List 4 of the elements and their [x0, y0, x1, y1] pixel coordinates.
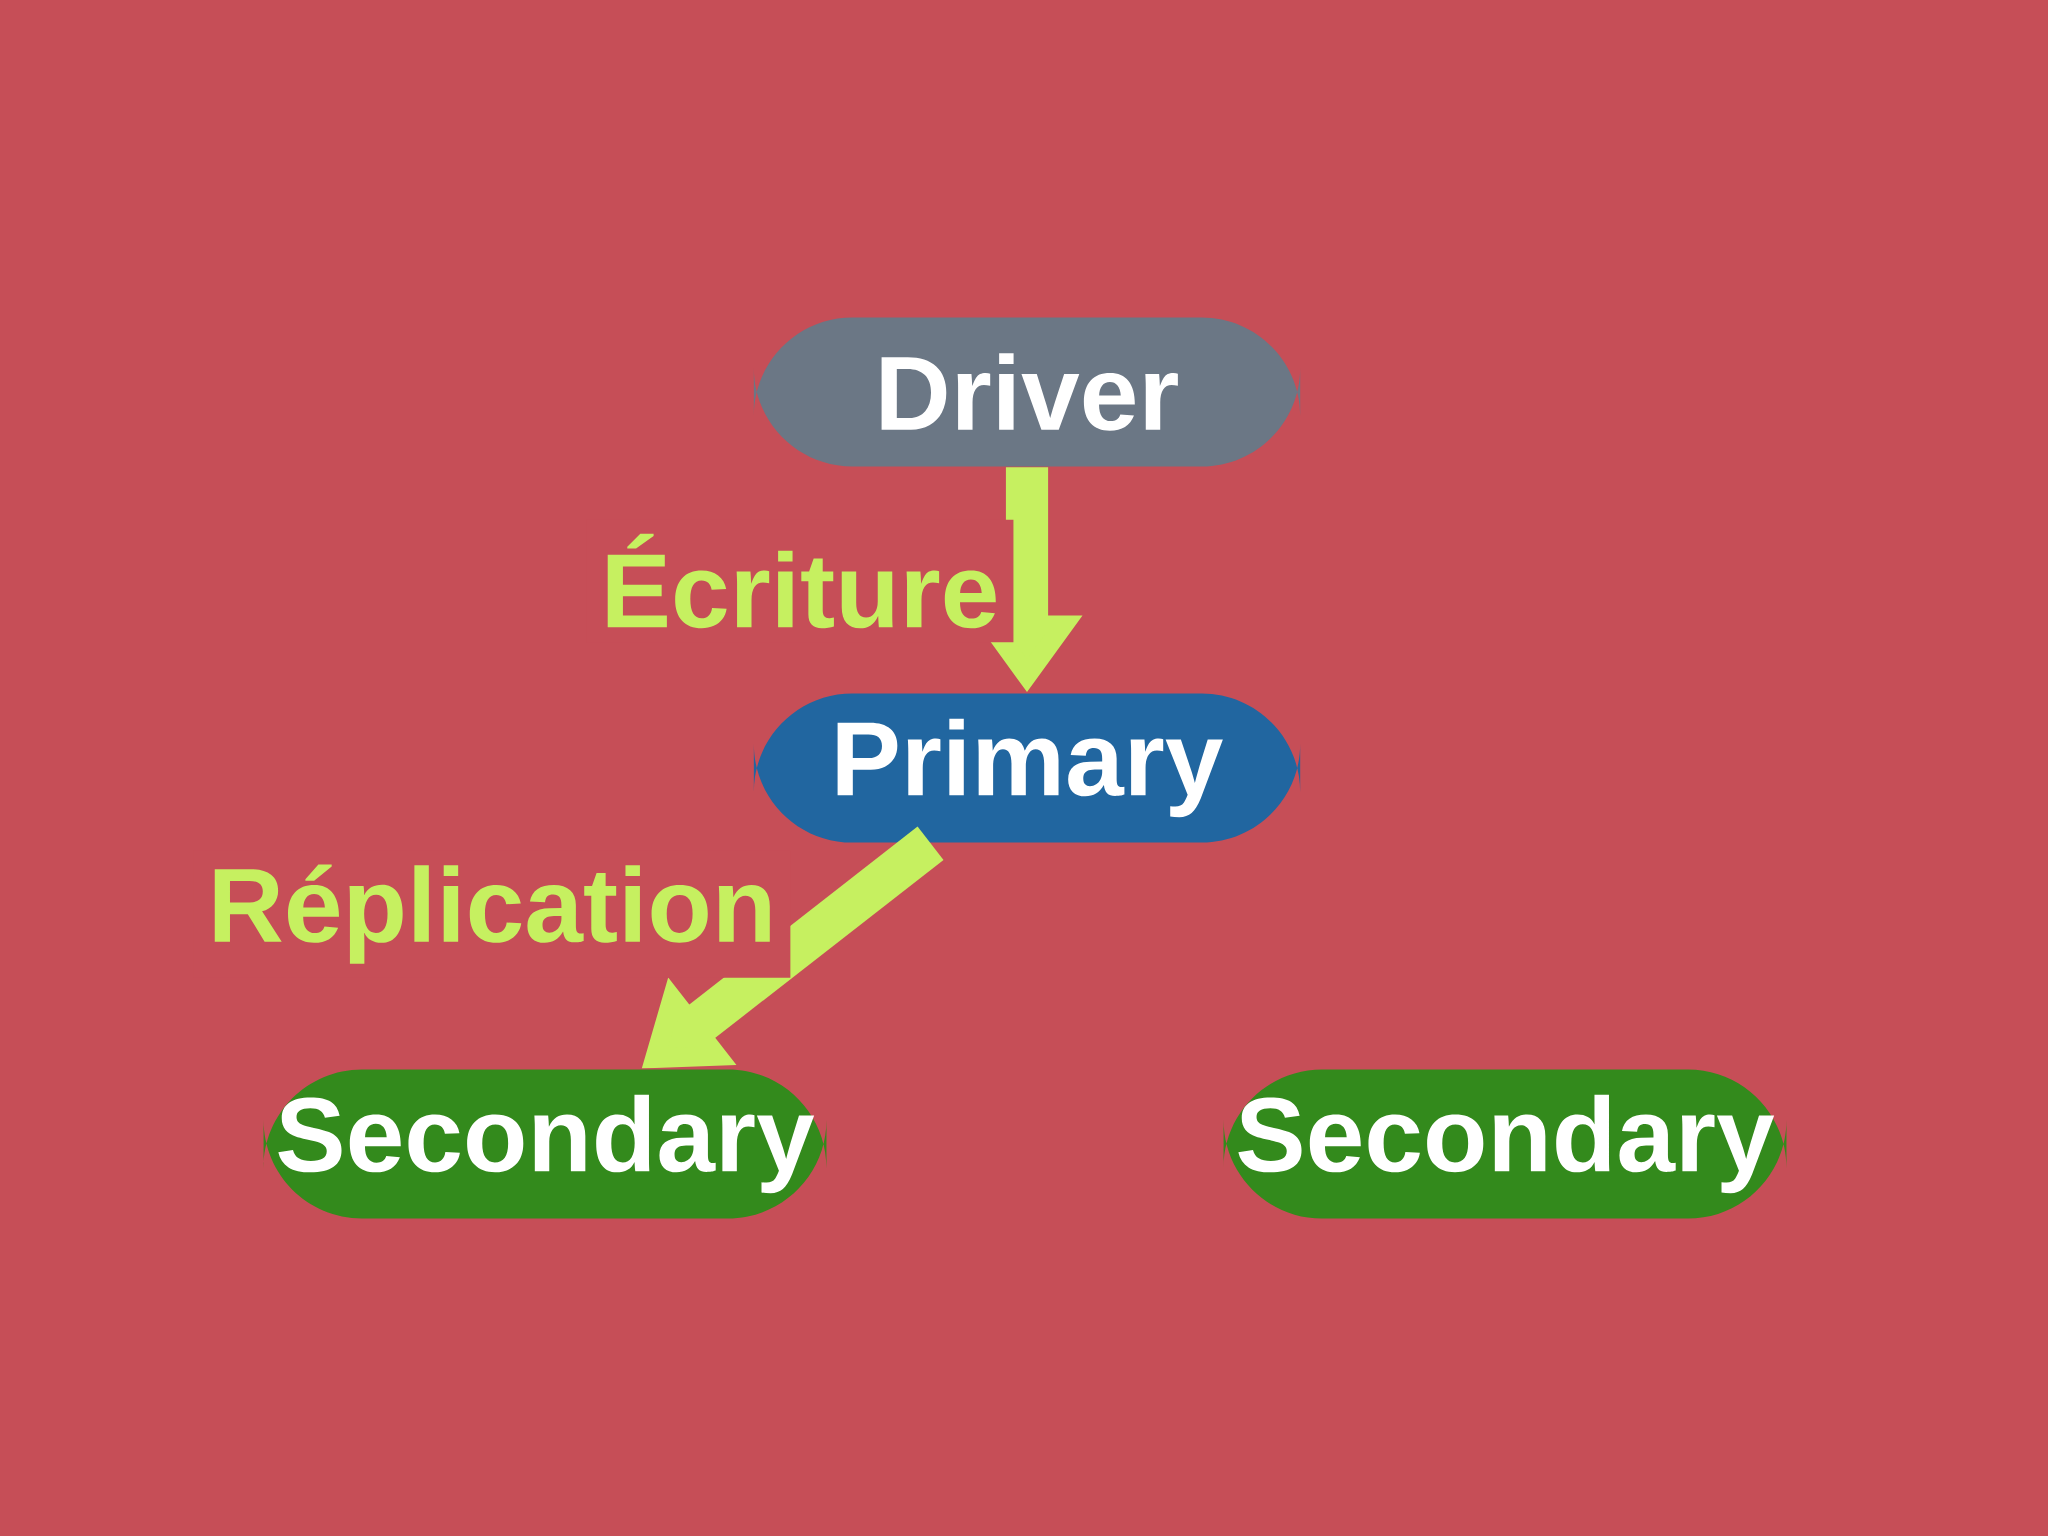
- edge-label: Réplication: [193, 850, 791, 978]
- edge-label: Écriture: [586, 519, 1014, 643]
- process-box: Primary: [753, 693, 1301, 843]
- process-box: Driver: [753, 317, 1301, 467]
